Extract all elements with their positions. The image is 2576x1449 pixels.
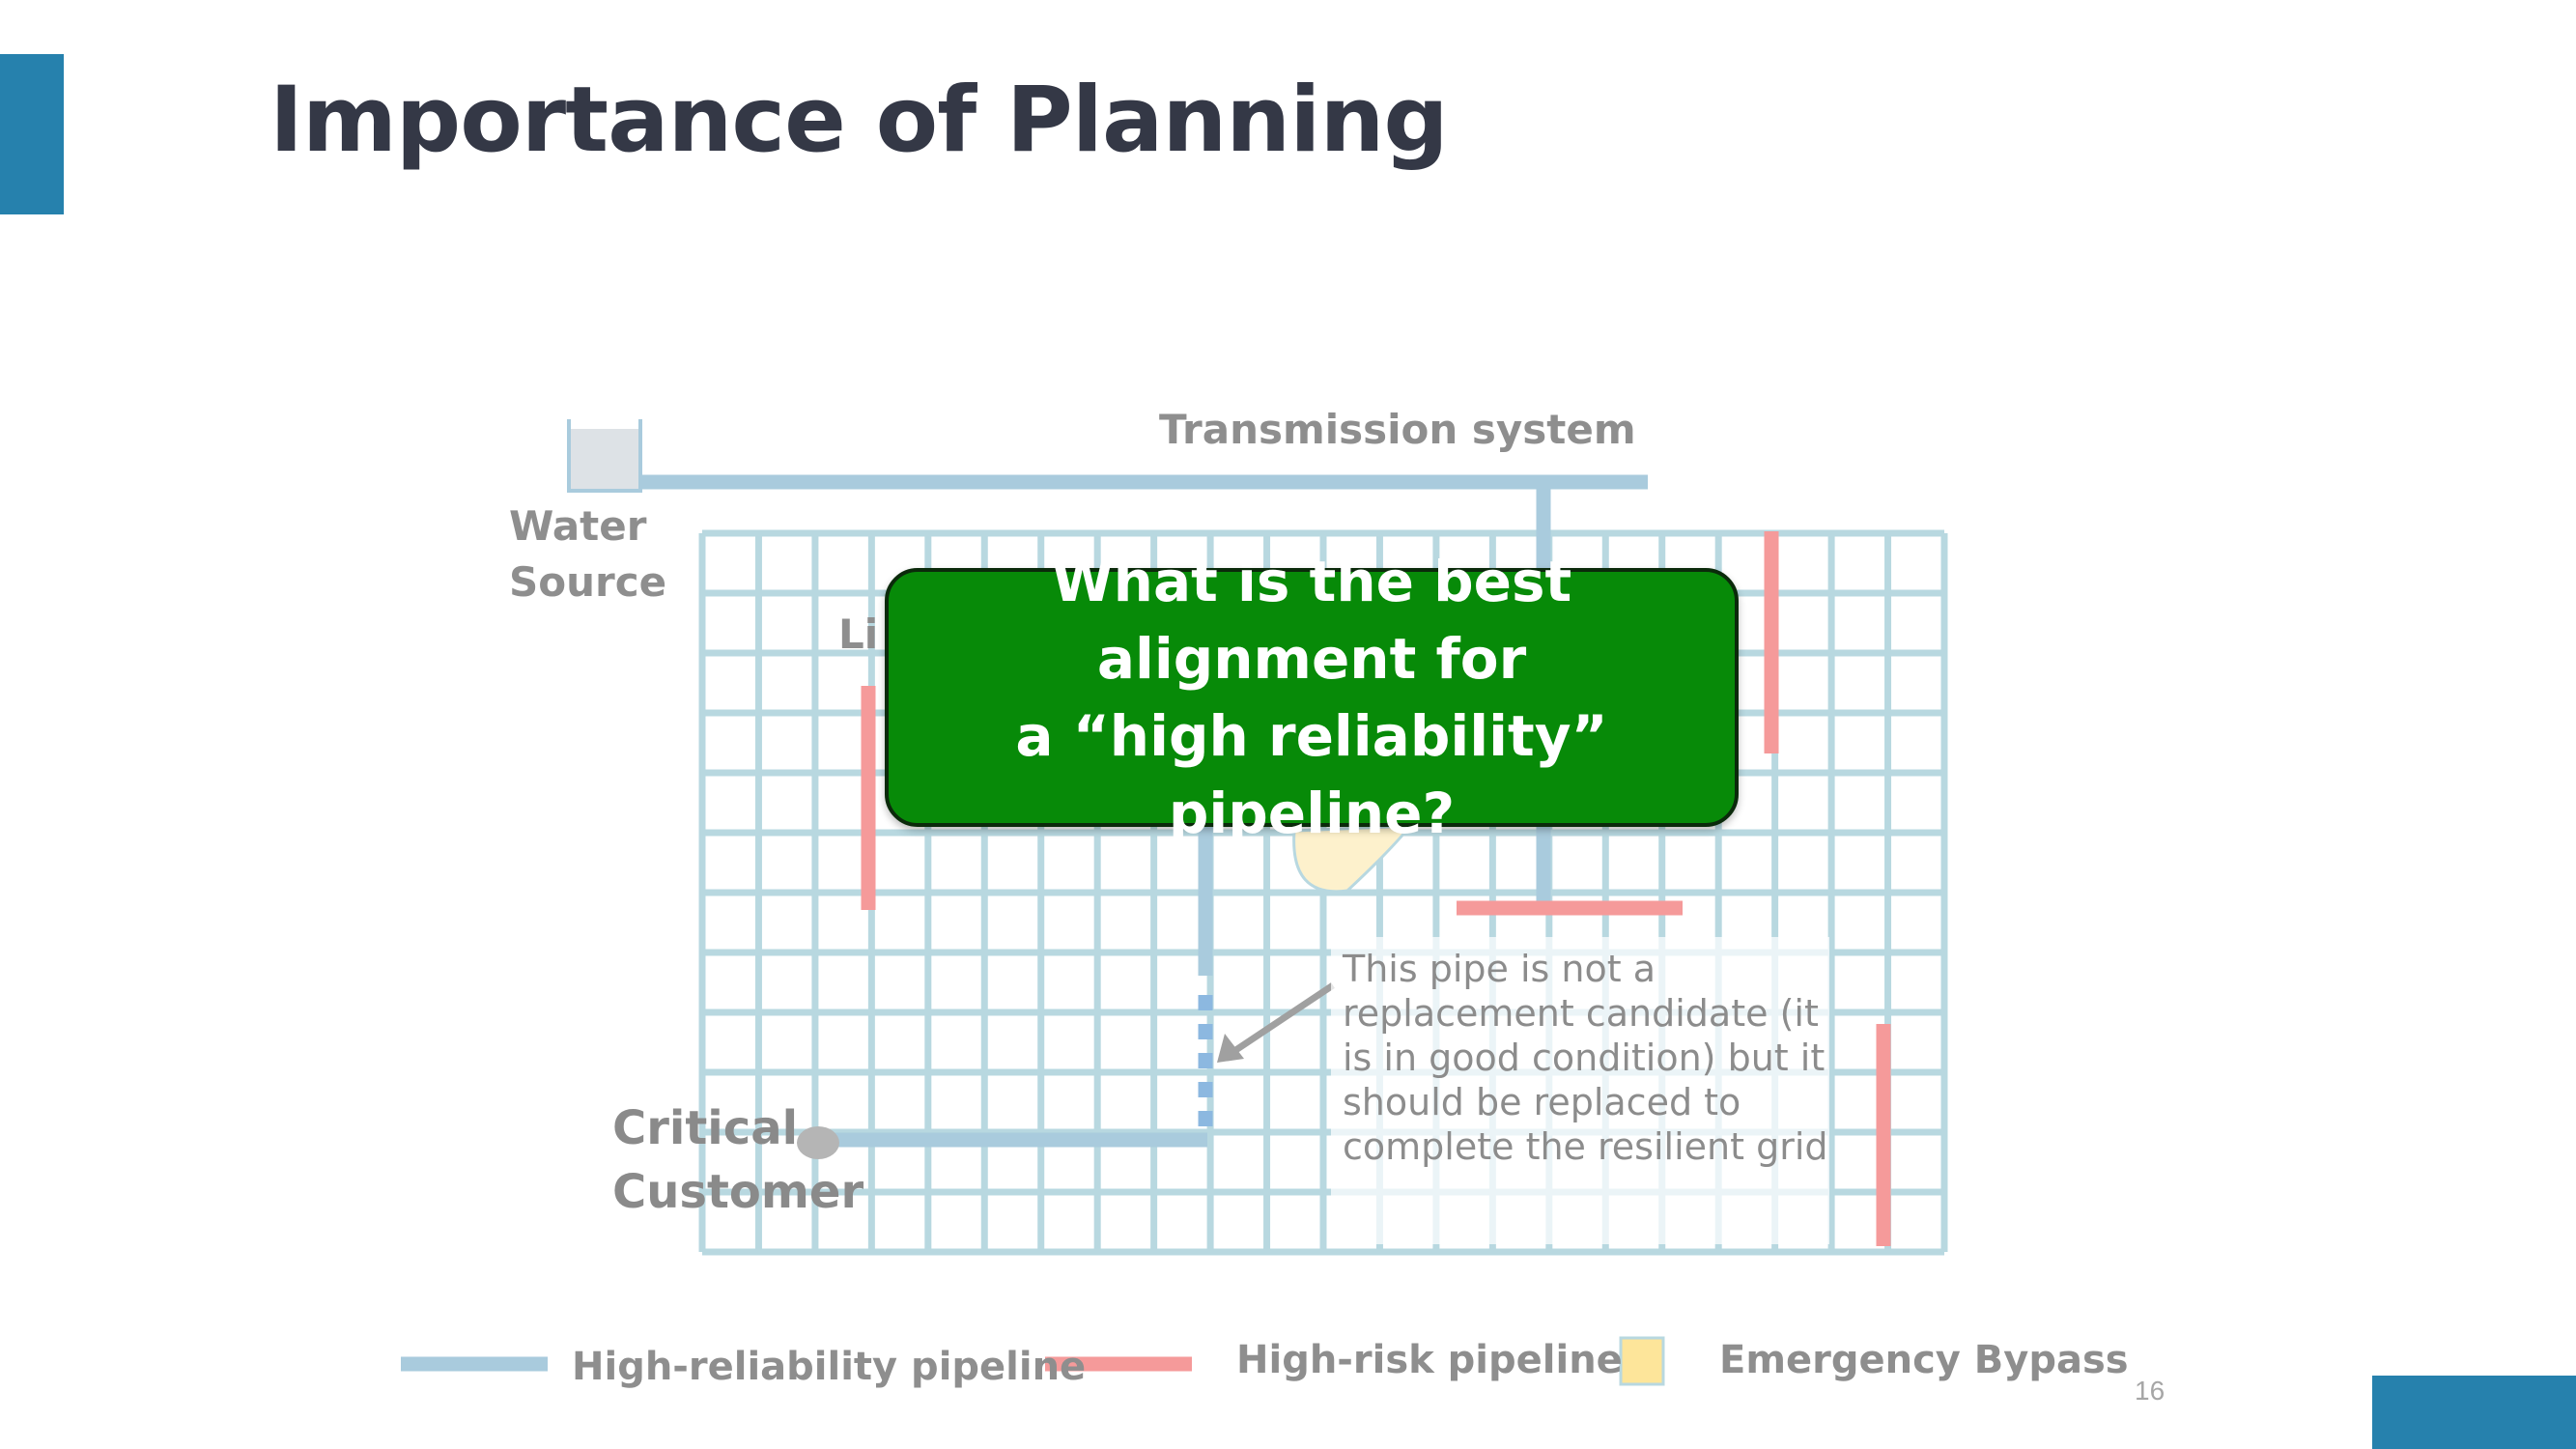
page-number: 16 bbox=[2135, 1376, 2166, 1406]
note-arrow bbox=[1227, 982, 1335, 1058]
accent-bar-right bbox=[2372, 1376, 2576, 1449]
note-arrow-head bbox=[1217, 1034, 1244, 1063]
note-background bbox=[1331, 937, 1829, 1244]
water-tank-icon bbox=[567, 419, 642, 493]
accent-bar-left bbox=[0, 54, 64, 214]
page-title: Importance of Planning bbox=[269, 68, 1449, 173]
water-source-label: Water Source bbox=[509, 502, 667, 606]
legend-emergency-bypass: Emergency Bypass bbox=[1719, 1338, 2129, 1382]
pipe-note: This pipe is not a replacement candidate… bbox=[1343, 948, 1828, 1168]
callout-line-1: What is the best alignment for bbox=[1051, 549, 1572, 692]
hidden-label-fragment: Li bbox=[838, 611, 879, 658]
critical-customer-label: Critical Customer bbox=[612, 1101, 864, 1219]
legend-high-reliability: High-reliability pipeline bbox=[572, 1345, 1087, 1389]
critical-customer-node bbox=[797, 1126, 839, 1159]
question-callout: What is the best alignment for a “high r… bbox=[885, 549, 1739, 846]
legend-bypass-swatch bbox=[1619, 1336, 1665, 1386]
transmission-label: Transmission system bbox=[1159, 406, 1636, 453]
legend-high-risk: High-risk pipeline bbox=[1236, 1338, 1623, 1382]
water-tank-fill bbox=[569, 429, 640, 491]
callout-line-2: a “high reliability” pipeline? bbox=[1015, 703, 1608, 846]
emergency-bypass-area bbox=[1292, 824, 1414, 894]
